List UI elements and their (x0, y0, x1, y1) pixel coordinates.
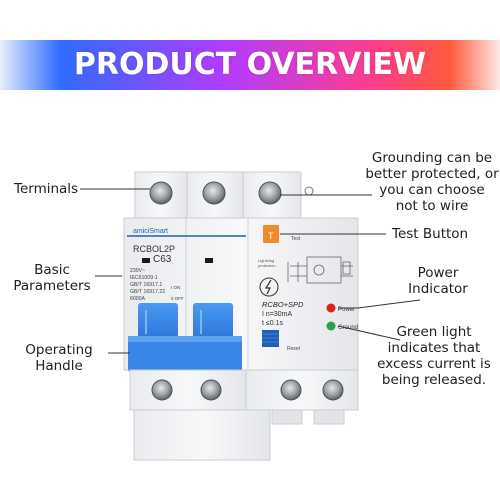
operating-handle-callout: Operating Handle (16, 342, 102, 374)
test-label: Test (291, 236, 301, 242)
residual-current-label: I n=30mA (262, 311, 292, 318)
green-light-line-4: being released. (381, 372, 487, 388)
circuit-schematic (287, 256, 353, 284)
green-light-line-1: Green light (396, 324, 472, 340)
title-banner (0, 40, 500, 90)
power-label: Power (338, 307, 355, 313)
voltage-label: 230V~ (130, 268, 145, 274)
grounding-line-2: better protected, or (365, 166, 499, 182)
ground-label: Ground (338, 325, 358, 331)
terminals-callout: Terminals (14, 181, 79, 197)
operating-handle-line-1: Operating (25, 342, 93, 358)
lightning-symbol (259, 277, 279, 297)
reset-label: Reset (287, 346, 301, 352)
power-indicator-callout: Power Indicator (398, 265, 478, 297)
bottom-terminal-block (129, 369, 359, 461)
brand-logo: amiciSmart (133, 228, 168, 235)
standard-3: GB/T 16917.22 (130, 289, 165, 295)
operating-handle-line-2: Handle (35, 358, 83, 374)
grounding-line-3: you can choose (379, 182, 485, 198)
model-label: RCBOL2P (133, 244, 175, 254)
trip-time-label: t ≤0.1s (262, 320, 283, 327)
green-light-callout: Green light indicates that excess curren… (372, 324, 496, 388)
basic-parameters-callout: Basic Parameters (10, 262, 94, 294)
standard-2: GB/T 16917.1 (130, 282, 162, 288)
test-letter: T (268, 231, 274, 241)
reset-button[interactable] (262, 330, 279, 347)
power-indicator-light (326, 303, 336, 313)
callout-lines (80, 188, 421, 354)
operating-handle[interactable] (128, 303, 242, 372)
ground-indicator-light (326, 321, 336, 331)
off-label: 0 OFF (171, 296, 184, 301)
test-button-callout: Test Button (392, 226, 469, 242)
grounding-line-1: Grounding can be (371, 150, 493, 166)
lightning-label-2: protection (258, 263, 276, 268)
basic-parameters-line-2: Parameters (13, 278, 91, 294)
on-label: I ON (171, 285, 180, 290)
standard-1: IEC61009-1 (130, 275, 158, 281)
basic-parameters-line-1: Basic (34, 262, 70, 278)
power-indicator-line-1: Power (417, 265, 459, 281)
green-light-line-2: indicates that (387, 340, 481, 356)
top-terminal-block (134, 171, 314, 219)
rating-label: C63 (153, 254, 172, 265)
grounding-line-4: not to wire (395, 198, 469, 214)
banner-title: PRODUCT OVERVIEW (73, 47, 427, 82)
rcbo-label: RCBO+SPD (262, 300, 304, 309)
grounding-callout: Grounding can be better protected, or yo… (364, 150, 500, 214)
green-light-line-3: excess current is (377, 356, 491, 372)
breaking-capacity: 6000A (130, 296, 146, 302)
test-button[interactable] (263, 225, 279, 243)
power-indicator-line-2: Indicator (408, 281, 468, 297)
lightning-label-1: Lightning (258, 258, 274, 263)
